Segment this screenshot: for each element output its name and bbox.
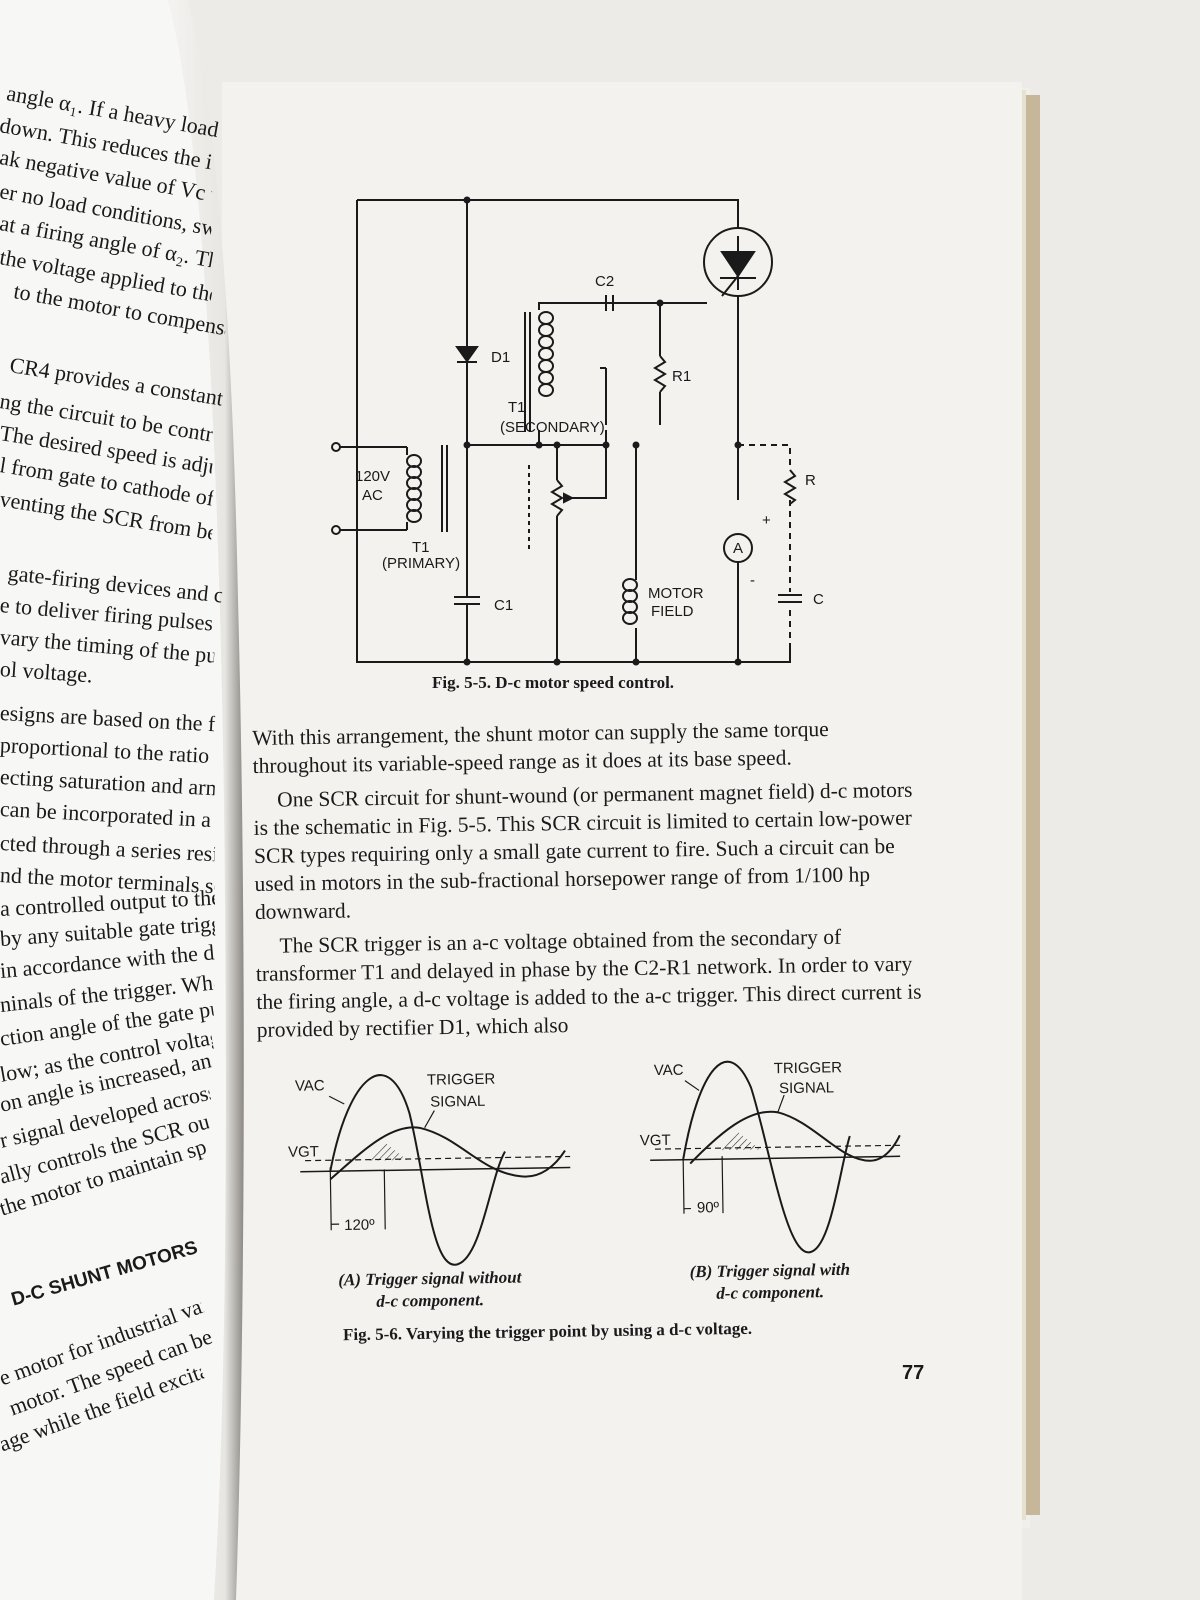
label-field: FIELD bbox=[651, 603, 694, 620]
label-c1: C1 bbox=[494, 597, 513, 614]
label-d1: D1 bbox=[491, 349, 510, 366]
label-b-angle: 90º bbox=[697, 1199, 720, 1216]
label-b-signal: SIGNAL bbox=[779, 1079, 834, 1097]
fig-5-6a-caption: (A) Trigger signal without d-c component… bbox=[300, 1266, 561, 1314]
fig-5-6a-caption-line1: (A) Trigger signal without bbox=[338, 1267, 522, 1290]
label-motor: MOTOR bbox=[648, 585, 704, 602]
fig-5-5-caption: Fig. 5-5. D-c motor speed control. bbox=[432, 673, 675, 692]
label-plus: + bbox=[762, 512, 771, 529]
label-b-vac: VAC bbox=[654, 1062, 684, 1079]
fig-5-6a-caption-line2: d-c component. bbox=[376, 1290, 485, 1311]
label-120v: 120V bbox=[355, 468, 390, 485]
label-b-trigger: TRIGGER bbox=[774, 1059, 843, 1077]
fig-5-6b-caption: (B) Trigger signal with d-c component. bbox=[650, 1258, 891, 1306]
label-a-signal: SIGNAL bbox=[430, 1093, 485, 1111]
label-a-vgt: VGT bbox=[288, 1143, 319, 1160]
label-r: R bbox=[805, 472, 816, 489]
label-a-vac: VAC bbox=[295, 1077, 325, 1094]
label-t1-primary-sub: (PRIMARY) bbox=[382, 555, 460, 572]
label-b-vgt: VGT bbox=[640, 1132, 671, 1149]
label-a-angle: 120º bbox=[344, 1217, 375, 1234]
label-ammeter: A bbox=[733, 540, 743, 557]
fig-5-6b-caption-line2: d-c component. bbox=[716, 1282, 825, 1303]
label-t1-secondary-sub: (SECONDARY) bbox=[500, 419, 605, 436]
label-t1-secondary: T1 bbox=[508, 399, 526, 416]
label-c2: C2 bbox=[595, 273, 614, 290]
label-t1-primary: T1 bbox=[412, 539, 430, 556]
label-c: C bbox=[813, 591, 824, 608]
page-number: 77 bbox=[902, 1362, 925, 1384]
label-a-trigger: TRIGGER bbox=[427, 1071, 496, 1089]
label-r1: R1 bbox=[672, 368, 691, 385]
waveform-a: VAC TRIGGER SIGNAL VGT 120º bbox=[288, 1071, 571, 1266]
label-ac: AC bbox=[362, 487, 383, 504]
waveform-b: VAC TRIGGER SIGNAL VGT 90º bbox=[640, 1059, 901, 1254]
label-minus: - bbox=[750, 572, 755, 589]
